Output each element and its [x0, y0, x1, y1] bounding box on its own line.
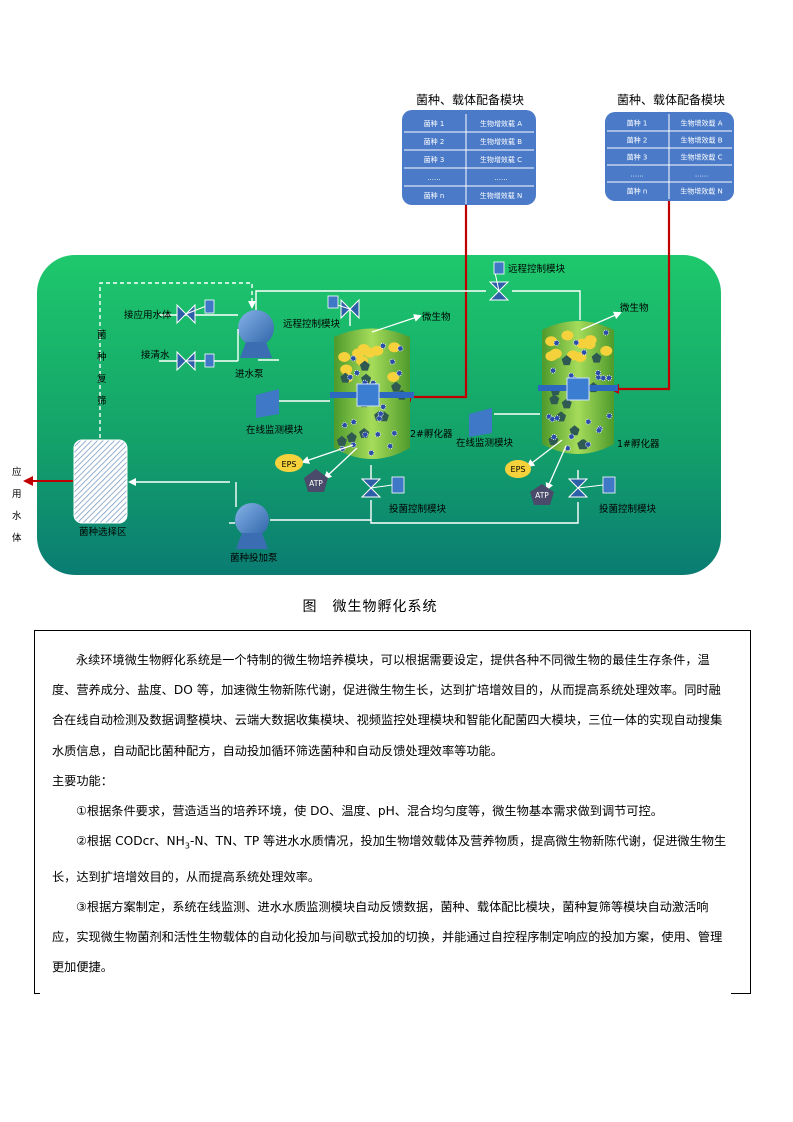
config-right-strain-cell: 菌种 3 [627, 153, 648, 162]
atp-1-label: ATP [535, 491, 549, 500]
strain-rescreen-char: 菌 [97, 329, 107, 341]
paragraph-intro: 永续环境微生物孵化系统是一个特制的微生物培养模块，可以根据需要设定，提供各种不同… [52, 653, 723, 758]
apply-to-water-char: 应 [12, 466, 22, 478]
online-monitor-1-icon [469, 408, 492, 437]
config-right-carrier-cell: 生物增效载 C [680, 153, 722, 162]
config-right-strain-cell: 菌种 2 [627, 136, 648, 145]
remote-control-top-label: 远程控制模块 [508, 263, 566, 275]
strain-rescreen-char: 筛 [97, 395, 107, 407]
description-box: 永续环境微生物孵化系统是一个特制的微生物培养模块，可以根据需要设定，提供各种不同… [34, 630, 751, 994]
incubator-2-label: 2#孵化器 [410, 428, 453, 440]
function-item-3: ③根据方案制定，系统在线监测、进水水质监测模块自动反馈数据，菌种、载体配比模块，… [52, 900, 723, 975]
config-right-carrier-cell: ...... [695, 171, 708, 179]
strain-rescreen-char: 种 [97, 351, 107, 363]
config-right-carrier-cell: 生物增效载 B [680, 136, 722, 145]
config-module-title-left: 菌种、载体配备模块 [416, 93, 524, 107]
apply-to-water-char: 用 [12, 489, 22, 500]
function-item-2-sub: 3 [184, 841, 190, 851]
config-module-right: 菌种、载体配备模块 菌种 1 生物增效载 A 菌种 2 生物增效载 B 菌种 3 生物增效… [605, 93, 734, 201]
config-right-carrier-cell: 生物增效载 A [680, 119, 722, 128]
figure-caption: 图 微生物孵化系统 [302, 599, 438, 615]
config-left-carrier-cell: 生物增效载 N [480, 191, 522, 200]
atp-1-badge [530, 484, 554, 505]
microbe-1-label: 微生物 [620, 302, 649, 314]
remote-control-2-label: 远程控制模块 [283, 318, 341, 330]
microbial-incubation-diagram: 菌种、载体配备模块 菌种 1 生物增效载 A 菌种 2 生物增效载 B 菌种 3 生物增效… [12, 93, 734, 575]
config-left-carrier-cell: 生物增效载 B [480, 137, 522, 146]
dosing-control-2-label: 投菌控制模块 [389, 503, 447, 515]
clean-water-label: 接清水 [141, 349, 170, 361]
config-left-strain-cell: 菌种 3 [424, 155, 445, 164]
apply-to-water-char: 体 [12, 532, 22, 544]
remote-valve-2 [327, 295, 360, 320]
remote-valve-top [488, 261, 510, 301]
function-item-2: ②根据 CODcr、NH3-N、TN、TP 等进水水质情况，投加生物增效载体及营… [52, 826, 732, 892]
atp-2-label: ATP [309, 479, 323, 488]
atp-2-badge [304, 469, 328, 492]
config-left-strain-cell: 菌种 2 [424, 137, 445, 146]
config-left-strain-cell: 菌种 1 [424, 119, 445, 128]
function-item-2-b: -N、TN、TP 等进水水质情况，投加生物增效载体及营养物质，提高微生物新陈代谢… [52, 834, 727, 884]
reuse-water-label: 接应用水体 [124, 309, 172, 321]
config-right-strain-cell: ...... [630, 171, 643, 179]
config-module-left: 菌种、载体配备模块 菌种 1 生物增效载 A 菌种 2 生物增效载 B 菌种 3 生物增效… [402, 93, 536, 205]
microbe-2-label: 微生物 [422, 311, 451, 323]
main-functions-heading: 主要功能： [52, 773, 113, 788]
inlet-pump-label: 进水泵 [235, 368, 264, 380]
strain-selection-label: 菌种选择区 [79, 526, 127, 538]
config-left-carrier-cell: ...... [494, 174, 507, 182]
eps-2-badge [275, 454, 303, 472]
red-feed-line-1 [609, 201, 671, 394]
eps-1-label: EPS [511, 465, 526, 474]
strain-rescreen-char: 复 [97, 373, 107, 385]
inlet-pump [237, 310, 274, 361]
incubator-1 [538, 321, 618, 454]
config-left-strain-cell: ...... [427, 174, 440, 182]
incubator-2 [330, 328, 414, 459]
config-right-strain-cell: 菌种 1 [627, 119, 648, 128]
eps-1-badge [505, 460, 531, 478]
incubator-1-label: 1#孵化器 [617, 438, 660, 450]
dosing-control-1-label: 投菌控制模块 [599, 503, 657, 515]
function-item-2-a: ②根据 CODcr、NH [76, 834, 185, 849]
strain-selection-tank [73, 439, 128, 524]
strain-dosing-pump [235, 503, 269, 549]
box-bottom-right-stub [731, 993, 751, 994]
function-item-1: ①根据条件要求，营造适当的培养环境，使 DO、温度、pH、混合均匀度等，微生物基… [76, 804, 663, 819]
config-right-strain-cell: 菌种 n [627, 187, 648, 196]
online-monitor-2-label: 在线监测模块 [246, 424, 304, 436]
config-right-carrier-cell: 生物增效载 N [680, 187, 722, 196]
box-bottom-left-stub [34, 993, 40, 994]
reuse-water-valve [176, 299, 215, 325]
online-monitor-1-label: 在线监测模块 [456, 437, 514, 449]
red-feed-line-2 [401, 205, 468, 402]
config-left-strain-cell: 菌种 n [424, 191, 445, 200]
config-left-carrier-cell: 生物增效载 A [480, 119, 522, 128]
strain-dosing-pump-label: 菌种投加泵 [230, 552, 278, 564]
config-module-title-right: 菌种、载体配备模块 [617, 93, 725, 107]
clean-water-valve [176, 350, 215, 372]
online-monitor-2-icon [256, 389, 279, 418]
eps-2-label: EPS [282, 460, 297, 469]
config-left-carrier-cell: 生物增效载 C [480, 155, 522, 164]
dosing-valve-2 [360, 476, 405, 498]
apply-to-water-char: 水 [12, 510, 22, 522]
dosing-valve-1 [567, 476, 616, 498]
